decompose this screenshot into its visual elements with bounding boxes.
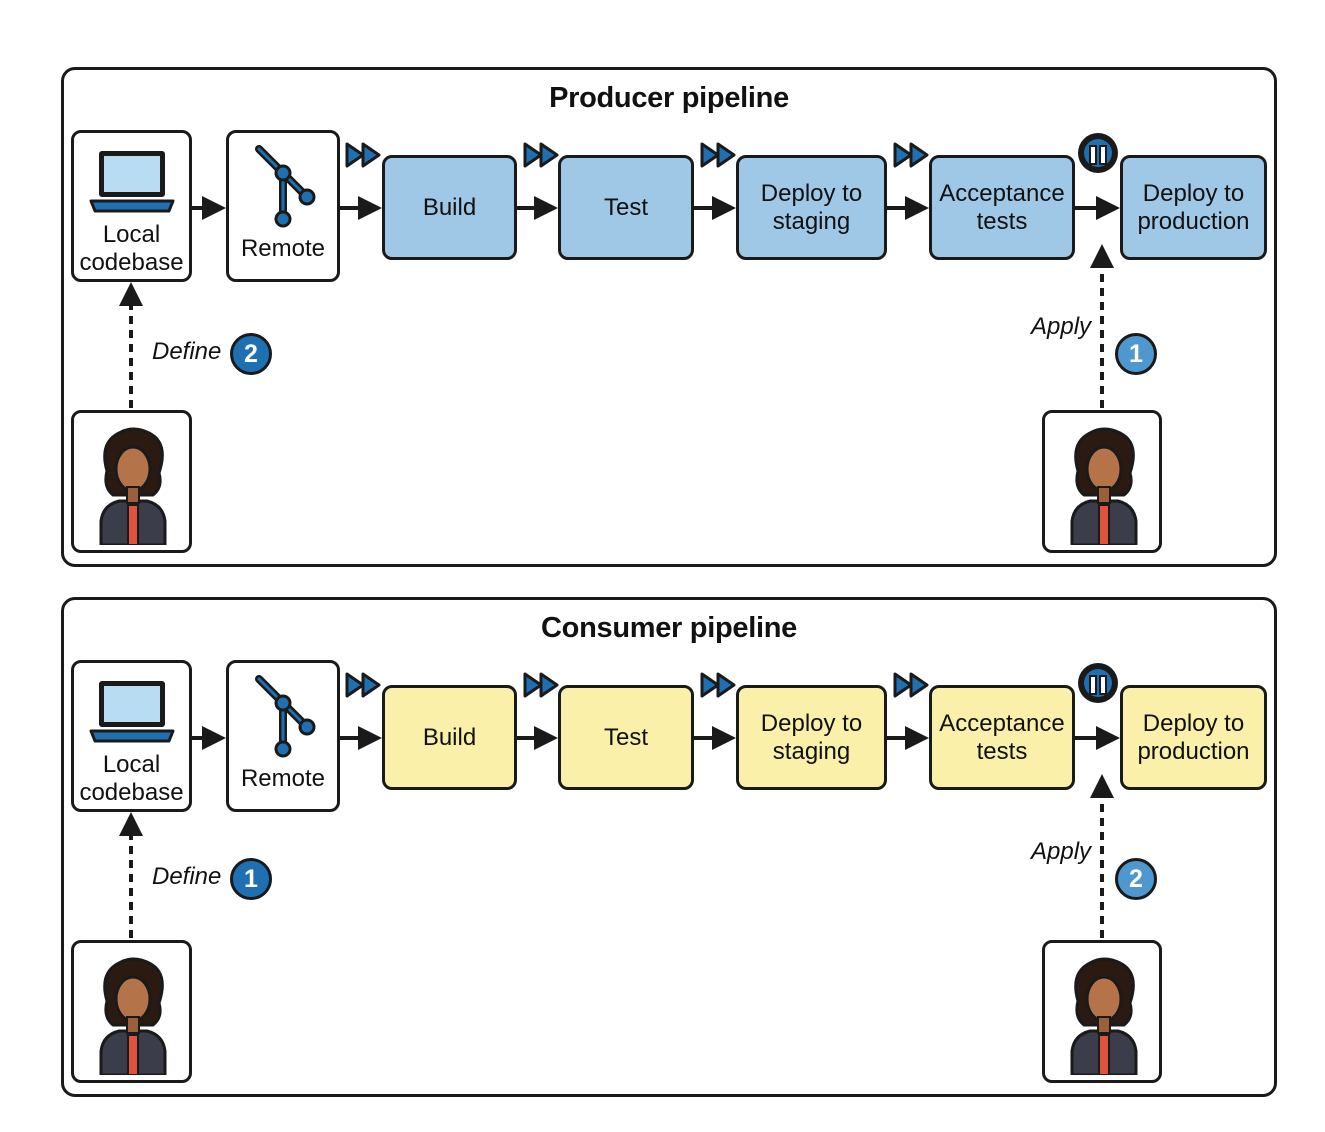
producer-apply-label: Apply <box>1031 313 1092 340</box>
fast-forward-icon <box>523 672 559 698</box>
producer-arrows <box>119 196 1120 408</box>
fast-forward-icon <box>700 672 736 698</box>
laptop-icon <box>89 151 175 213</box>
fast-forward-icon <box>893 142 929 168</box>
consumer-remote: Remote <box>226 660 340 812</box>
producer-person-apply <box>1042 410 1162 553</box>
producer-apply-step-badge: 1 <box>1115 333 1157 375</box>
producer-local-codebase: Local codebase <box>71 130 192 282</box>
fast-forward-icon <box>345 142 381 168</box>
producer-pipeline-title: Producer pipeline <box>549 82 789 114</box>
consumer-stage-deploy-staging: Deploy to staging <box>736 685 887 790</box>
producer-stage-test: Test <box>558 155 694 260</box>
consumer-pipeline-title: Consumer pipeline <box>541 612 797 644</box>
producer-remote-label: Remote <box>240 235 326 262</box>
git-branch-icon <box>255 675 316 758</box>
consumer-local-codebase: Local codebase <box>71 660 192 812</box>
producer-remote: Remote <box>226 130 340 282</box>
consumer-stage-label: Deploy to production <box>1137 709 1250 765</box>
consumer-local-label: Local codebase <box>79 751 184 806</box>
consumer-stage-label: Deploy to staging <box>760 709 863 765</box>
consumer-stage-deploy-production: Deploy to production <box>1120 685 1267 790</box>
person-icon <box>1070 427 1138 545</box>
fast-forward-icon <box>523 142 559 168</box>
consumer-apply-label: Apply <box>1031 838 1092 865</box>
consumer-arrows <box>119 726 1120 938</box>
producer-stage-deploy-staging: Deploy to staging <box>736 155 887 260</box>
consumer-remote-label: Remote <box>240 765 326 792</box>
git-branch-icon <box>255 145 316 228</box>
consumer-stage-build: Build <box>382 685 517 790</box>
person-icon <box>99 957 167 1075</box>
laptop-icon <box>89 681 175 743</box>
consumer-person-define <box>71 940 192 1083</box>
consumer-person-apply <box>1042 940 1162 1083</box>
consumer-stage-label: Test <box>603 723 648 751</box>
producer-stage-label: Test <box>603 193 648 221</box>
consumer-apply-step-badge: 2 <box>1115 858 1157 900</box>
fast-forward-icon <box>345 672 381 698</box>
fast-forward-icon <box>700 142 736 168</box>
consumer-stage-acceptance-tests: Acceptance tests <box>929 685 1075 790</box>
consumer-define-label: Define <box>152 863 222 890</box>
producer-person-define <box>71 410 192 553</box>
producer-stage-deploy-production: Deploy to production <box>1120 155 1267 260</box>
producer-stage-label: Deploy to staging <box>760 179 863 235</box>
consumer-define-step-badge: 1 <box>230 858 272 900</box>
fast-forward-icon <box>893 672 929 698</box>
producer-define-step-badge: 2 <box>230 333 272 375</box>
producer-local-label: Local codebase <box>79 221 184 276</box>
pause-icon <box>1078 133 1118 173</box>
producer-stage-label: Acceptance tests <box>939 179 1065 235</box>
producer-stage-label: Deploy to production <box>1137 179 1250 235</box>
producer-stage-label: Build <box>422 193 477 221</box>
producer-define-label: Define <box>152 338 222 365</box>
producer-stage-build: Build <box>382 155 517 260</box>
person-icon <box>1070 957 1138 1075</box>
consumer-stage-label: Build <box>422 723 477 751</box>
producer-stage-acceptance-tests: Acceptance tests <box>929 155 1075 260</box>
pause-icon <box>1078 663 1118 703</box>
person-icon <box>99 427 167 545</box>
consumer-stage-label: Acceptance tests <box>939 709 1065 765</box>
consumer-stage-test: Test <box>558 685 694 790</box>
